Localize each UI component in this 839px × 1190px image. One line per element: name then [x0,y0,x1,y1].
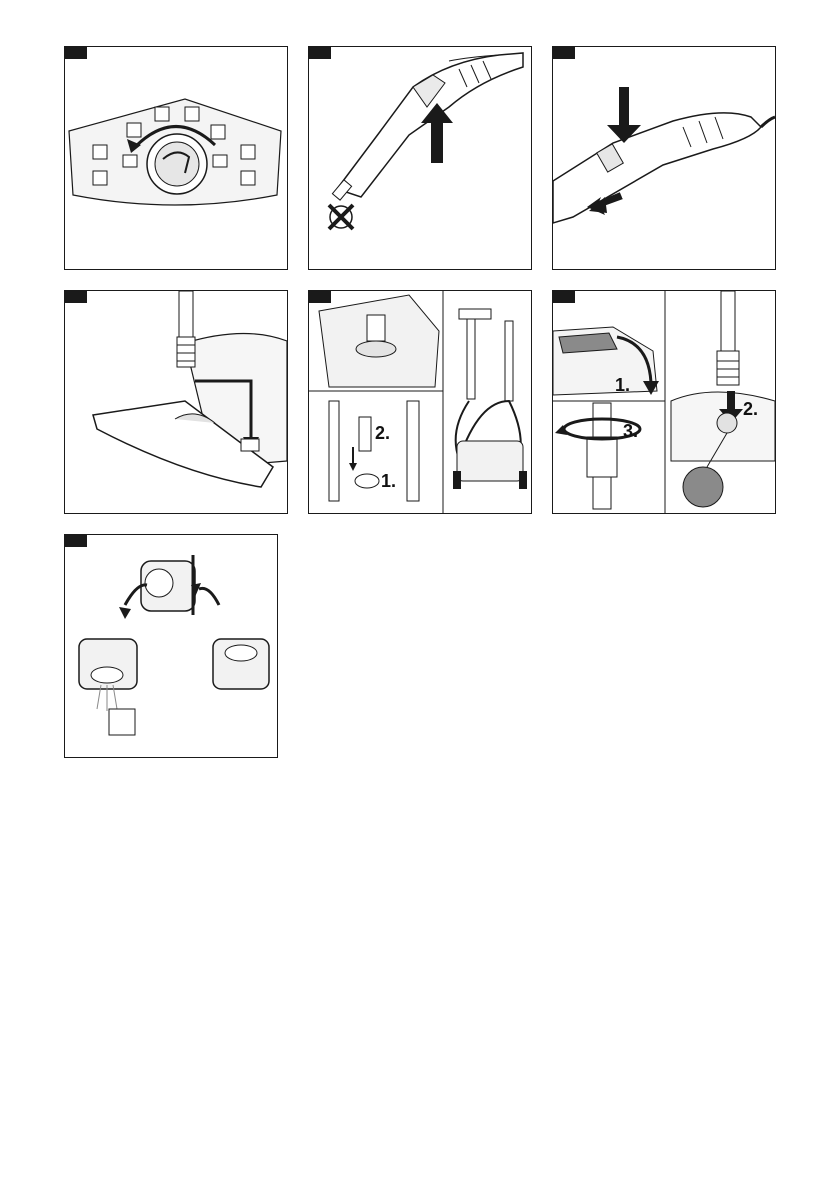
control-dial-illustration [65,47,287,269]
step-label-3: 3. [623,421,638,441]
panel-filter-removal: 1. 3. 2. [552,290,776,514]
step-label-2: 2. [375,423,390,443]
step-label-1: 1. [615,375,630,395]
panel-tank-emptying [64,534,278,758]
panel-control-dial [64,46,288,270]
panel-accessory-storage: 2. 1. [308,290,532,514]
panel-steam-gun-detach [552,46,776,270]
step-label-2: 2. [743,399,758,419]
steam-gun-detach-illustration [553,47,775,269]
floor-nozzle-park-illustration [65,291,287,513]
steam-gun-button-illustration [309,47,531,269]
panel-steam-gun-button [308,46,532,270]
panel-floor-nozzle-park [64,290,288,514]
filter-removal-illustration: 1. 3. 2. [553,291,775,513]
step-label-1: 1. [381,471,396,491]
tank-emptying-illustration [65,535,277,757]
accessory-storage-illustration: 2. 1. [309,291,531,513]
